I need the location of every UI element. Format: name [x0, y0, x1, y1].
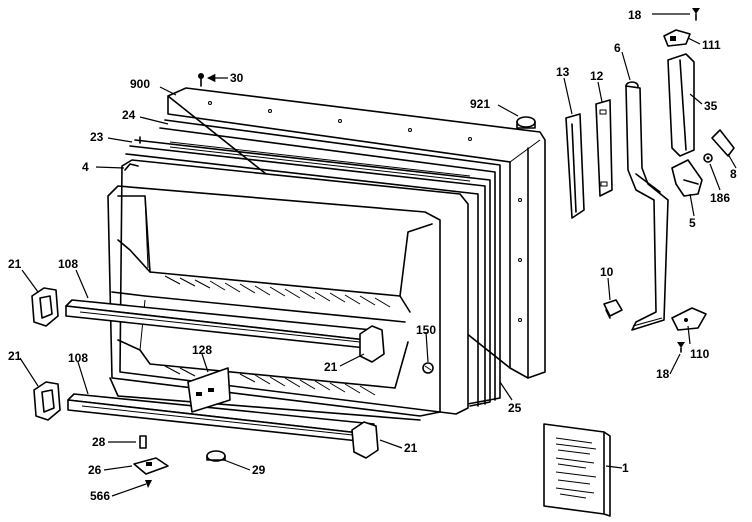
handle-35 — [667, 53, 695, 157]
callout-900: 900 — [130, 77, 150, 91]
callout-28: 28 — [92, 435, 106, 449]
shelf-end-cap-right-upper — [359, 325, 385, 363]
callout-18-top: 18 — [628, 8, 642, 22]
door-stop-bracket — [187, 367, 231, 413]
callout-111: 111 — [702, 38, 721, 52]
instruction-booklet — [543, 423, 611, 517]
inner-door-liner — [107, 159, 469, 421]
callout-25: 25 — [508, 401, 522, 415]
callout-18-bottom: 18 — [656, 367, 670, 381]
callout-186: 186 — [710, 191, 730, 205]
screw-566 — [145, 480, 152, 488]
shelf-end-cap-left-lower — [33, 381, 61, 421]
screw-30 — [198, 73, 204, 87]
handle-spacer-12 — [595, 99, 613, 197]
screw-18-top — [692, 8, 700, 21]
handle-trim-13 — [565, 113, 585, 219]
clip-8 — [711, 129, 735, 157]
screw-18-bottom — [677, 342, 685, 353]
callout-30: 30 — [230, 71, 244, 85]
hinge-bracket-5 — [671, 159, 703, 197]
callout-108-upper: 108 — [58, 257, 78, 271]
callout-35: 35 — [704, 99, 718, 113]
callout-128: 128 — [192, 343, 212, 357]
callout-21-right-upper: 21 — [324, 360, 338, 374]
callout-4: 4 — [82, 160, 89, 174]
callout-566: 566 — [90, 489, 110, 503]
callout-12: 12 — [590, 69, 604, 83]
callout-1: 1 — [622, 461, 629, 475]
leader-lines — [19, 13, 737, 497]
shelf-end-cap-right-lower — [351, 421, 379, 459]
callout-150: 150 — [416, 323, 436, 337]
screw-150 — [422, 362, 434, 374]
callout-26: 26 — [88, 463, 102, 477]
plug-29 — [206, 450, 226, 462]
door-gasket — [125, 119, 501, 407]
callout-21-left-lower: 21 — [8, 349, 22, 363]
callout-8: 8 — [730, 167, 737, 181]
callout-21-right-lower: 21 — [404, 441, 418, 455]
bottom-hinge-110 — [671, 307, 707, 331]
callout-29: 29 — [252, 463, 266, 477]
callout-110: 110 — [690, 347, 710, 361]
callout-5: 5 — [689, 216, 696, 230]
door-hinge-arm — [625, 81, 669, 331]
callout-921: 921 — [470, 97, 490, 111]
callout-13: 13 — [556, 65, 570, 79]
plate-26 — [133, 457, 169, 475]
hinge-bracket-10 — [603, 299, 623, 319]
callout-108-lower: 108 — [68, 351, 88, 365]
callout-6: 6 — [614, 41, 621, 55]
shelf-end-cap-left-upper — [31, 287, 59, 327]
hinge-cap-111 — [663, 29, 691, 47]
callout-24: 24 — [122, 108, 136, 122]
callout-21-left-upper: 21 — [8, 257, 22, 271]
pin-28 — [139, 435, 147, 449]
callout-10: 10 — [600, 265, 614, 279]
callout-23: 23 — [90, 130, 104, 144]
plug-921 — [516, 116, 536, 129]
callout-labels: 900 30 24 23 4 921 13 12 6 18 111 35 8 1… — [8, 8, 737, 503]
washer-186 — [703, 153, 713, 163]
